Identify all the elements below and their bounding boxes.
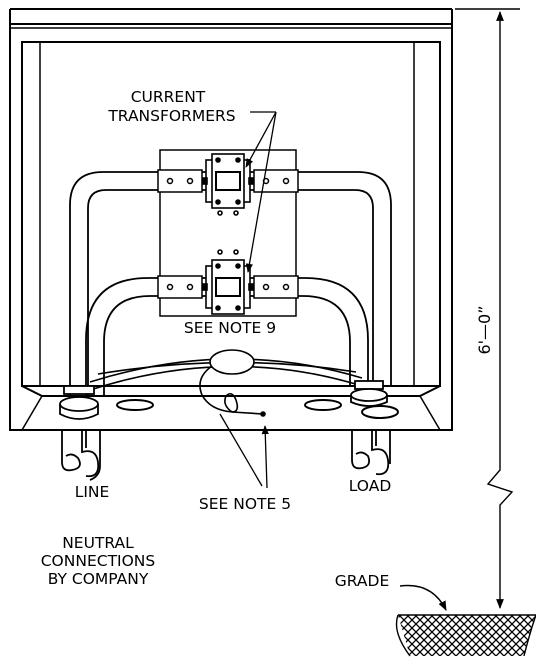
neutral-label-line2: CONNECTIONS [41,552,156,570]
load-conduit [352,430,390,474]
see-note-9-label: SEE NOTE 9 [184,319,276,337]
current-transformer-lower [203,250,253,314]
neutral-cable [90,350,362,416]
conduit-stub-right [351,381,387,406]
note5-leaders [220,414,267,488]
neutral-label-line3: BY COMPANY [48,570,149,588]
line-label: LINE [75,483,110,501]
height-dimension-label: 6'—0” [475,305,494,354]
ct-label-line2: TRANSFORMERS [107,107,235,125]
neutral-label-line1: NEUTRAL [62,534,134,552]
grade-label: GRADE [335,572,390,590]
current-transformer-upper [203,154,253,215]
ct-label-line1: CURRENT [131,88,206,106]
grade-symbol [397,586,536,657]
line-conduit [62,430,100,480]
see-note-5-label: SEE NOTE 5 [199,495,291,513]
conduit-stub-left [60,386,98,419]
load-label: LOAD [349,477,392,495]
